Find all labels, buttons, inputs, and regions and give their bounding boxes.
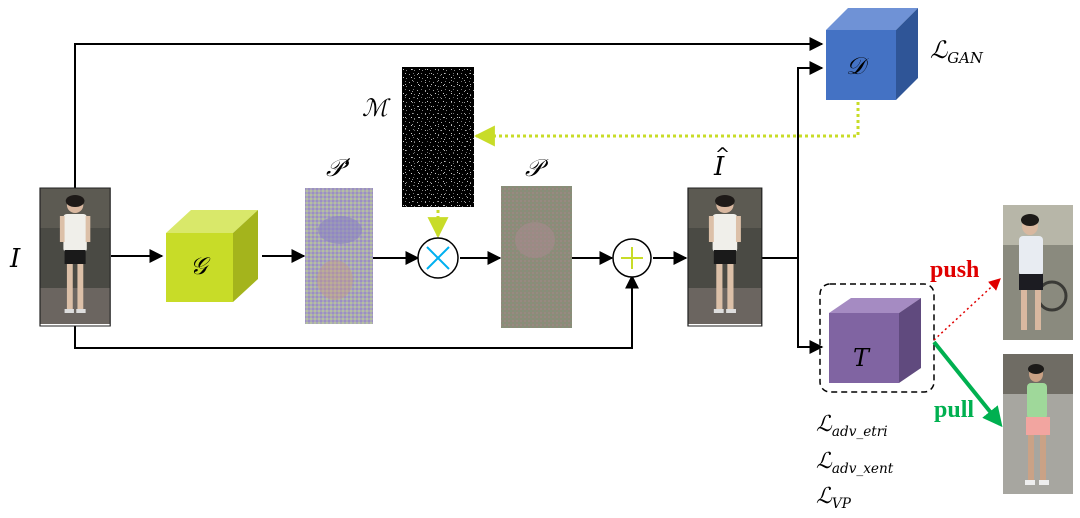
loss-adv-etri: ℒadv_etri [816,412,888,440]
pattern-label: 𝒫 [525,154,543,182]
loss-gan: ℒGAN [930,36,983,68]
generator-label: 𝒢 [190,252,208,280]
pull-arrow [932,340,1003,428]
output-image [687,187,763,327]
pattern-prime-label: 𝒫‘ [326,154,351,182]
add-circle-icon [612,238,652,278]
push-label: push [930,257,980,283]
pull-label: pull [934,397,975,423]
output-hat-label: ^ I [714,144,731,182]
mask-label: ℳ [362,94,388,122]
push-identity-image [1003,205,1073,340]
mask-image [402,67,474,207]
loss-adv-xent: ℒadv_xent [816,449,894,477]
arrow-discriminator-feedback-to-mask [473,102,860,147]
input-label: I [10,244,21,274]
arrow-output-to-target [797,258,824,354]
target-dashed-frame [819,283,935,393]
skip-connection-to-adder [74,274,639,349]
skip-connection-to-discriminator [74,37,824,188]
discriminator-label: 𝒟 [846,52,866,80]
target-cube [829,298,921,383]
pattern-image [501,186,572,328]
generator-cube [166,210,258,302]
pattern-prime-image [305,188,373,324]
push-arrow [933,278,1001,341]
discriminator-cube [826,8,918,100]
output-label-letter: I [714,152,725,182]
pull-identity-image [1003,354,1073,494]
input-image [39,187,111,327]
arrow-output-to-discriminator [797,61,824,258]
target-label: T [853,344,870,372]
loss-vp: ℒVP [816,484,851,512]
multiply-circle-icon [417,237,459,279]
